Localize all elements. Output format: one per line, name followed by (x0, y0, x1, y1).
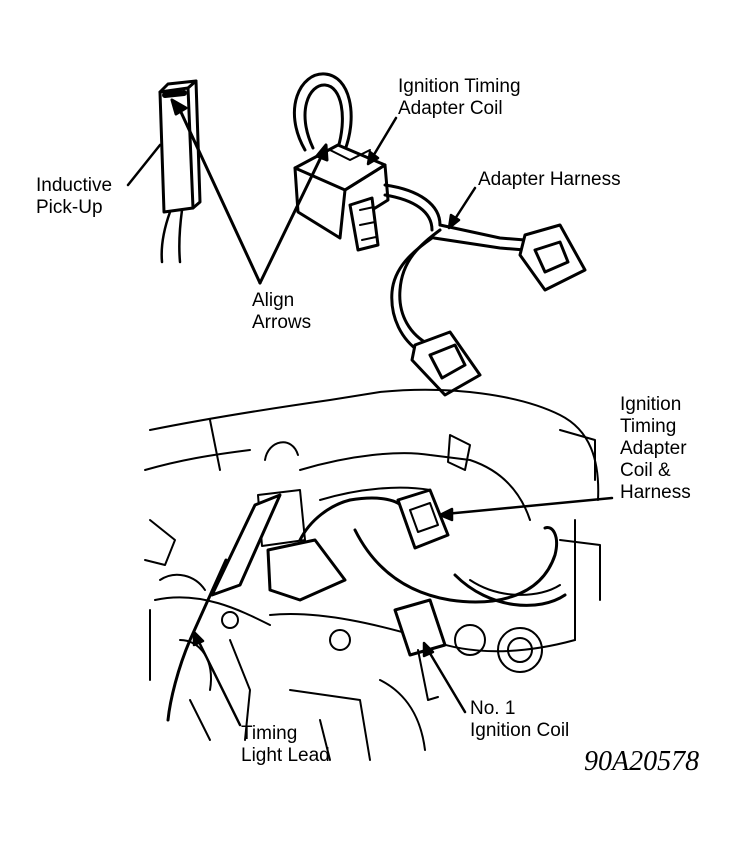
adapter-coil-label-line2: Adapter Coil (398, 98, 503, 119)
coil-and-harness-label-line5: Harness (620, 482, 691, 503)
timing-light-lead-label-line2: Light Lead (241, 745, 330, 766)
timing-light-lead-label: Timing Light Lead (241, 723, 330, 767)
inductive-pickup-label-line1: Inductive (36, 175, 113, 196)
align-arrows-label-line2: Arrows (252, 312, 312, 333)
coil-and-harness-label-line1: Ignition (620, 394, 682, 415)
adapter-harness-label: Adapter Harness (478, 169, 621, 190)
coil-and-harness-label-line3: Adapter (620, 438, 687, 459)
coil-and-harness-label-line2: Timing (620, 416, 677, 437)
adapter-harness-drawing (383, 183, 587, 397)
adapter-coil-label-line1: Ignition Timing (398, 76, 521, 97)
figure-code: 90A20578 (584, 746, 700, 777)
top-leader-lines (126, 116, 477, 230)
adapter-coil-label: Ignition Timing Adapter Coil (398, 76, 521, 120)
inductive-pickup-label: Inductive Pick-Up (36, 175, 112, 219)
no1-ignition-coil-label: No. 1 Ignition Coil (470, 698, 569, 742)
align-arrows-pointers (170, 98, 329, 285)
bottom-leader-lines (192, 496, 614, 727)
timing-light-lead-label-line1: Timing (241, 723, 298, 744)
no1-ignition-coil-label-line1: No. 1 (470, 698, 516, 719)
inductive-pickup-label-line2: Pick-Up (36, 197, 103, 218)
coil-and-harness-label-line4: Coil & (620, 460, 671, 481)
align-arrows-label: Align Arrows (252, 290, 311, 334)
engine-bay-drawing (144, 388, 601, 761)
no1-ignition-coil-label-line2: Ignition Coil (470, 720, 570, 741)
align-arrows-label-line1: Align (252, 290, 295, 311)
adapter-coil-drawing (293, 72, 390, 252)
coil-and-harness-label: Ignition Timing Adapter Coil & Harness (620, 394, 691, 504)
